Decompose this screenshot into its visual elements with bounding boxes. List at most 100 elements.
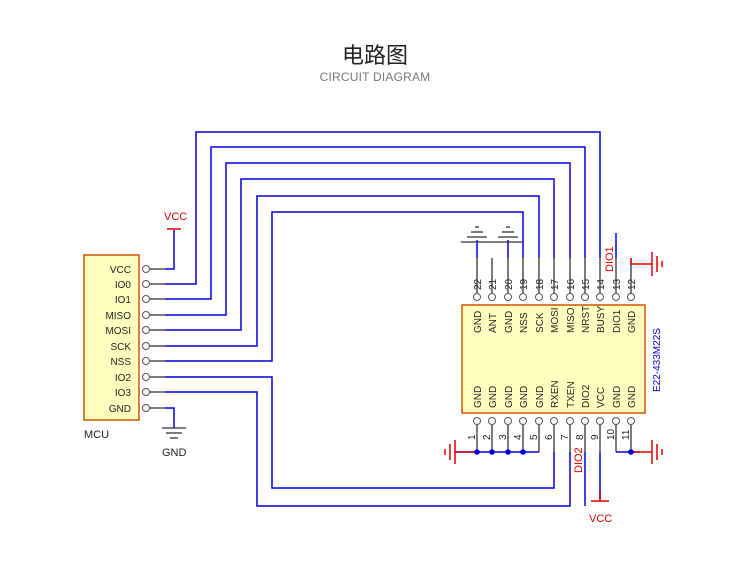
module-pin-number: 20 (504, 278, 515, 290)
module-pin-label: GND (535, 386, 546, 408)
power-symbols (162, 226, 663, 502)
module-pin-label: NRST (581, 306, 592, 333)
module-pin-terminal (535, 293, 543, 301)
module-pin-terminal (596, 417, 604, 425)
module-pin-terminal (519, 293, 527, 301)
mcu-pin-label: IO2 (115, 373, 132, 384)
mcu-pin-terminal (142, 295, 150, 303)
module-pin-number: 16 (566, 278, 577, 290)
mcu-pin-label: IO3 (115, 388, 132, 399)
dio1-label: DIO1 (604, 246, 616, 272)
module-pin-label: GND (473, 386, 484, 408)
module-pin-number: 22 (473, 278, 484, 290)
mcu-vcc-label: VCC (164, 211, 187, 223)
module-pin-terminal (473, 293, 481, 301)
module-pin-label: GND (627, 386, 638, 408)
module-vcc-label: VCC (589, 513, 612, 525)
wire-nss (165, 211, 524, 362)
mcu-pin-label: IO0 (115, 280, 132, 291)
module-pin-number: 4 (513, 434, 524, 440)
module-pin-label: DIO2 (581, 384, 592, 408)
module-pin-number: 13 (612, 278, 623, 290)
mcu-pin-terminal (142, 265, 150, 273)
wire-miso (165, 162, 571, 316)
module-pin-terminal (504, 417, 512, 425)
module-bottom-pins: 1GND2GND3GND4GND5GND6RXEN7TXEN8DIO29VCC1… (467, 380, 638, 452)
module-pin-label: NSS (519, 312, 530, 333)
module-pin-label: GND (627, 311, 638, 333)
module-pin-number: 12 (627, 278, 638, 290)
module-pin-label: MISO (566, 307, 577, 333)
module-pin-number: 9 (590, 434, 601, 440)
junction-dot (489, 449, 495, 455)
wire-io3-txen (165, 391, 571, 507)
module-pin-label: TXEN (566, 381, 577, 408)
module-pin-number: 8 (575, 434, 586, 440)
mcu-pin-label: IO1 (115, 295, 132, 306)
module-pin-number: 21 (488, 278, 499, 290)
module-pin-label: GND (504, 311, 515, 333)
module-pin-label: ANT (488, 313, 499, 333)
junction-dot (474, 449, 480, 455)
module-pin-terminal (473, 417, 481, 425)
mcu-pin-label: MISO (105, 311, 131, 322)
module-body (461, 304, 646, 414)
module-pin-terminal (581, 417, 589, 425)
module-pin-terminal (504, 293, 512, 301)
module-pin-number: 11 (621, 429, 632, 440)
diagram-subtitle: CIRCUIT DIAGRAM (319, 70, 431, 84)
mcu-name: MCU (84, 429, 109, 441)
module-pin-label: RXEN (550, 380, 561, 408)
module-pin-label: MOSI (550, 307, 561, 333)
module-pin-terminal (550, 293, 558, 301)
mcu-pin-terminal (142, 388, 150, 396)
module-pin-terminal (612, 293, 620, 301)
module-pin-label: VCC (596, 387, 607, 408)
module-pin-label: GND (504, 386, 515, 408)
module-pin-label: BUSY (596, 305, 607, 333)
module-pin-terminal (488, 293, 496, 301)
module-pin-number: 1 (467, 434, 478, 440)
module-pin-number: 6 (544, 434, 555, 440)
mcu-gnd-label: GND (162, 447, 187, 459)
module-pin-terminal (596, 293, 604, 301)
wire-io1-nrst (165, 146, 586, 300)
module-pin-terminal (550, 417, 558, 425)
mcu-pin-terminal (142, 373, 150, 381)
module-pin-terminal (612, 417, 620, 425)
module-pin-terminal (566, 417, 574, 425)
module-pin-number: 15 (581, 278, 592, 290)
module-pin-terminal (627, 293, 635, 301)
wire-sck (165, 195, 540, 347)
wire-mcu-gnd (165, 407, 175, 428)
module-pin-label: GND (612, 386, 623, 408)
module-pin-terminal (488, 417, 496, 425)
module-pin-label: GND (519, 386, 530, 408)
wire-mcu-vcc (165, 230, 175, 270)
mcu-pin-label: VCC (110, 265, 131, 276)
module-name: E22-433M22S (652, 328, 663, 392)
mcu-pin-terminal (142, 357, 150, 365)
module-pin-terminal (627, 417, 635, 425)
module-pin-number: 7 (560, 434, 571, 440)
module-pin-number: 5 (529, 434, 540, 440)
module-pin-label: GND (473, 311, 484, 333)
diagram-title: 电路图 (341, 44, 408, 69)
mcu-pin-label: GND (109, 404, 131, 415)
module-pin-number: 17 (550, 278, 561, 290)
gnd-wire-pin12 (630, 258, 652, 265)
junction-dot (628, 449, 634, 455)
module-pin-number: 18 (535, 278, 546, 290)
module-pin-terminal (535, 417, 543, 425)
mcu-pin-label: MOSI (105, 326, 131, 337)
mcu-pin-terminal (142, 280, 150, 288)
mcu-pin-label: SCK (110, 342, 131, 353)
module-pin-label: DIO1 (612, 309, 623, 333)
mcu-pin-terminal (142, 342, 150, 350)
module-pin-terminal (581, 293, 589, 301)
wire-mosi (165, 178, 555, 331)
module-pin-label: SCK (535, 312, 546, 333)
junction-dot (520, 449, 526, 455)
